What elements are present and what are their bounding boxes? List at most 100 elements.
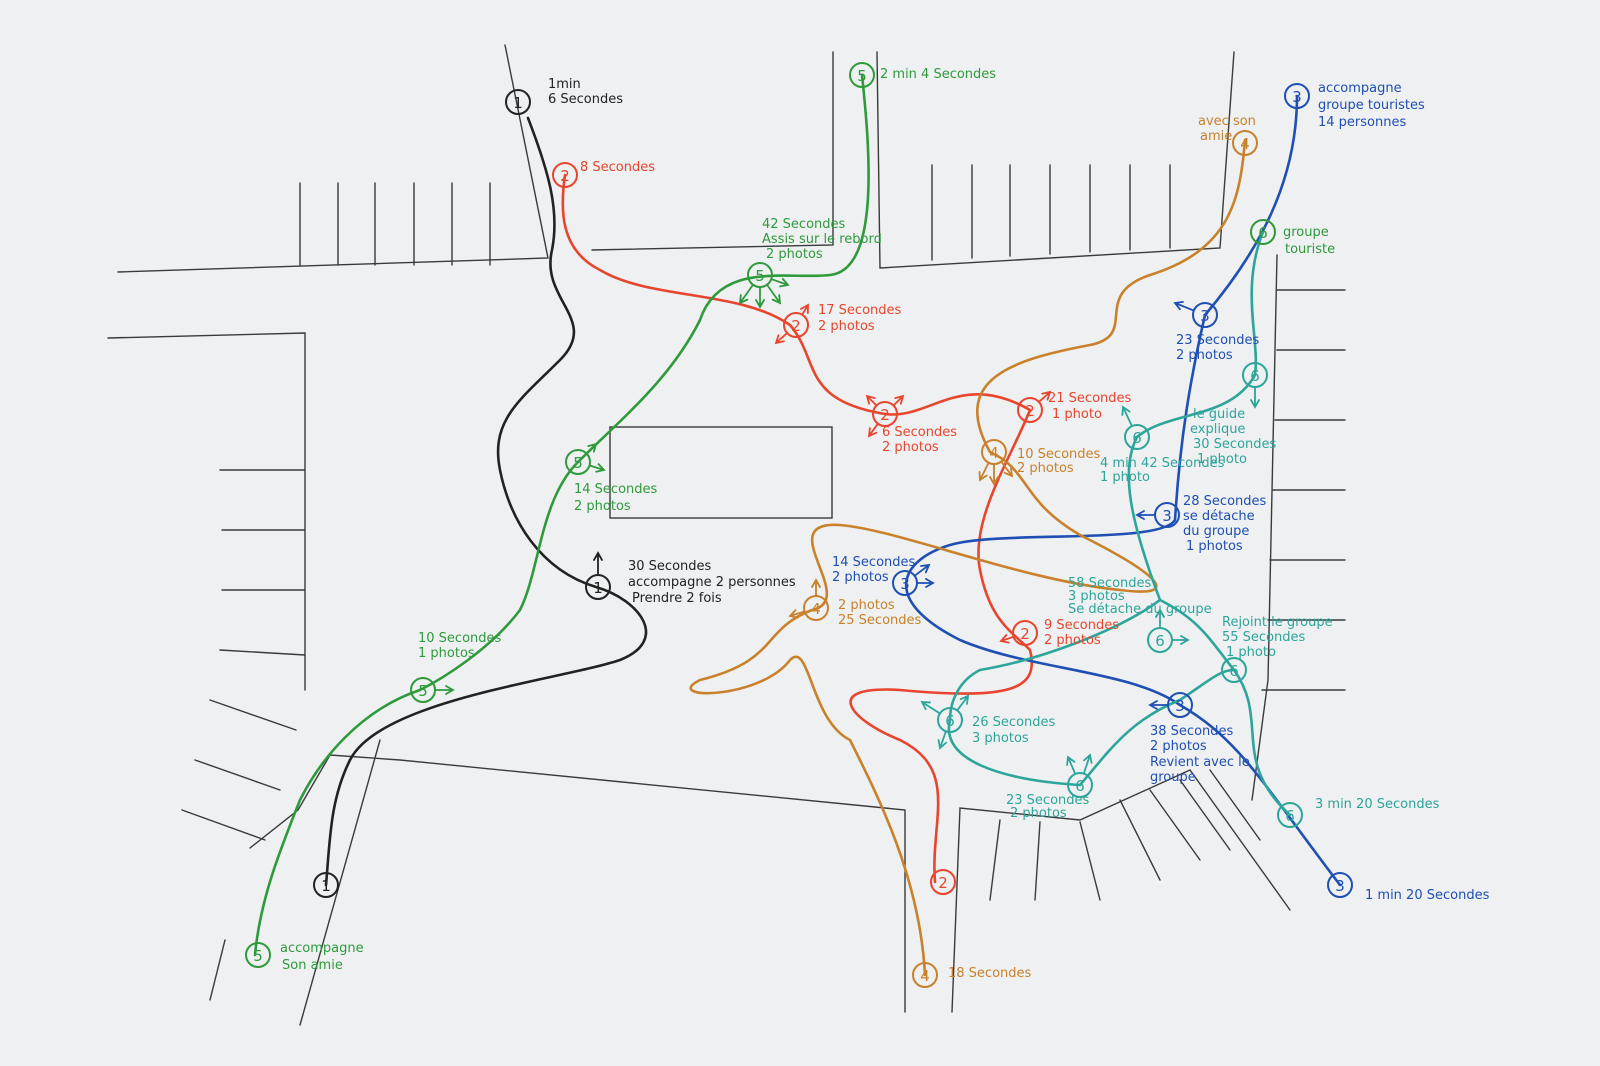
stop-circle	[1012, 620, 1038, 646]
stop-circle	[1067, 772, 1093, 798]
photo-arrow-icon	[867, 422, 879, 438]
stop-number: 6	[1229, 662, 1239, 680]
street-south-centre-block	[951, 769, 1291, 1013]
stop-number: 5	[755, 267, 765, 285]
photo-arrow-icon	[920, 701, 941, 715]
stop-marker-6: 6	[1221, 657, 1247, 683]
street-east-block	[1251, 254, 1278, 801]
stop-marker-5: 5	[849, 62, 875, 88]
stop-number: 4	[1240, 135, 1250, 153]
stop-number: 3	[900, 575, 910, 593]
photo-arrow-icon	[913, 563, 931, 577]
stop-number: 2	[880, 406, 890, 424]
photo-arrow-icon	[1038, 390, 1052, 403]
photo-arrow-icon	[1250, 386, 1260, 409]
stop-marker-6: 6	[1250, 219, 1276, 245]
photo-arrow-icon	[1000, 460, 1014, 478]
stop-circle	[552, 162, 578, 188]
stop-marker-1: 1	[505, 89, 531, 115]
stop-number: 4	[811, 600, 821, 618]
photo-arrow-icon	[999, 634, 1015, 644]
stop-circle	[1124, 424, 1150, 450]
route-1	[324, 116, 648, 887]
street-west-block	[107, 332, 306, 691]
photo-direction-arrows	[434, 277, 1260, 775]
stop-number: 3	[1292, 88, 1302, 106]
photo-arrow-icon	[956, 694, 970, 712]
stop-circle	[505, 89, 531, 115]
stop-circle	[872, 401, 898, 427]
photo-arrow-icon	[978, 461, 990, 482]
photo-arrow-icon	[811, 578, 821, 597]
parking-ticks-south	[989, 769, 1261, 901]
stop-circle	[849, 62, 875, 88]
stop-marker-2: 2	[552, 162, 578, 188]
photo-arrow-icon	[588, 463, 606, 473]
note-p3-end: 1 min 20 Secondes	[1365, 888, 1490, 903]
street-south-west-edge	[209, 939, 226, 1001]
stop-number: 6	[1155, 632, 1165, 650]
stop-circle	[930, 869, 956, 895]
route-3	[904, 94, 1342, 887]
stop-circle	[1192, 302, 1218, 328]
street-outlines	[107, 44, 1346, 1026]
stop-circle	[565, 449, 591, 475]
stop-number: 3	[1175, 697, 1185, 715]
stop-marker-2: 2	[1017, 397, 1043, 423]
photo-arrow-icon	[755, 286, 765, 309]
stop-circle	[313, 872, 339, 898]
stop-number: 3	[1335, 877, 1345, 895]
stop-marker-2: 2	[872, 401, 898, 427]
photo-arrow-icon	[738, 283, 754, 305]
note-p2-start: 8 Secondes	[580, 160, 655, 175]
stop-circle	[1232, 130, 1258, 156]
stop-circle	[912, 962, 938, 988]
central-square-block	[609, 426, 833, 519]
stop-marker-3: 3	[1284, 83, 1310, 109]
photo-arrow-icon	[434, 685, 455, 695]
stop-number: 6	[1285, 807, 1295, 825]
stop-marker-5: 5	[565, 449, 591, 475]
photo-arrow-icon	[766, 283, 782, 305]
stop-marker-4: 4	[912, 962, 938, 988]
photo-arrow-icon	[937, 730, 948, 750]
photo-arrow-icon	[1082, 753, 1093, 775]
stop-marker-3: 3	[1192, 302, 1218, 328]
street-north-centre-block-right	[876, 51, 1235, 269]
stop-marker-4: 4	[1232, 130, 1258, 156]
stop-number: 2	[1020, 625, 1030, 643]
photo-arrow-icon	[989, 463, 999, 486]
stop-number: 1	[321, 877, 331, 895]
stop-circle	[783, 312, 809, 338]
street-north-west-edge	[117, 44, 549, 273]
route-5	[253, 73, 870, 957]
photo-arrow-icon	[788, 609, 806, 619]
stop-marker-5: 5	[245, 942, 271, 968]
stop-number: 6	[945, 712, 955, 730]
street-north-centre-block	[591, 51, 834, 251]
stop-number: 6	[1250, 367, 1260, 385]
stop-circle	[1277, 802, 1303, 828]
photo-arrow-icon	[770, 277, 790, 288]
stop-circle	[1017, 397, 1043, 423]
stop-number: 5	[253, 947, 263, 965]
